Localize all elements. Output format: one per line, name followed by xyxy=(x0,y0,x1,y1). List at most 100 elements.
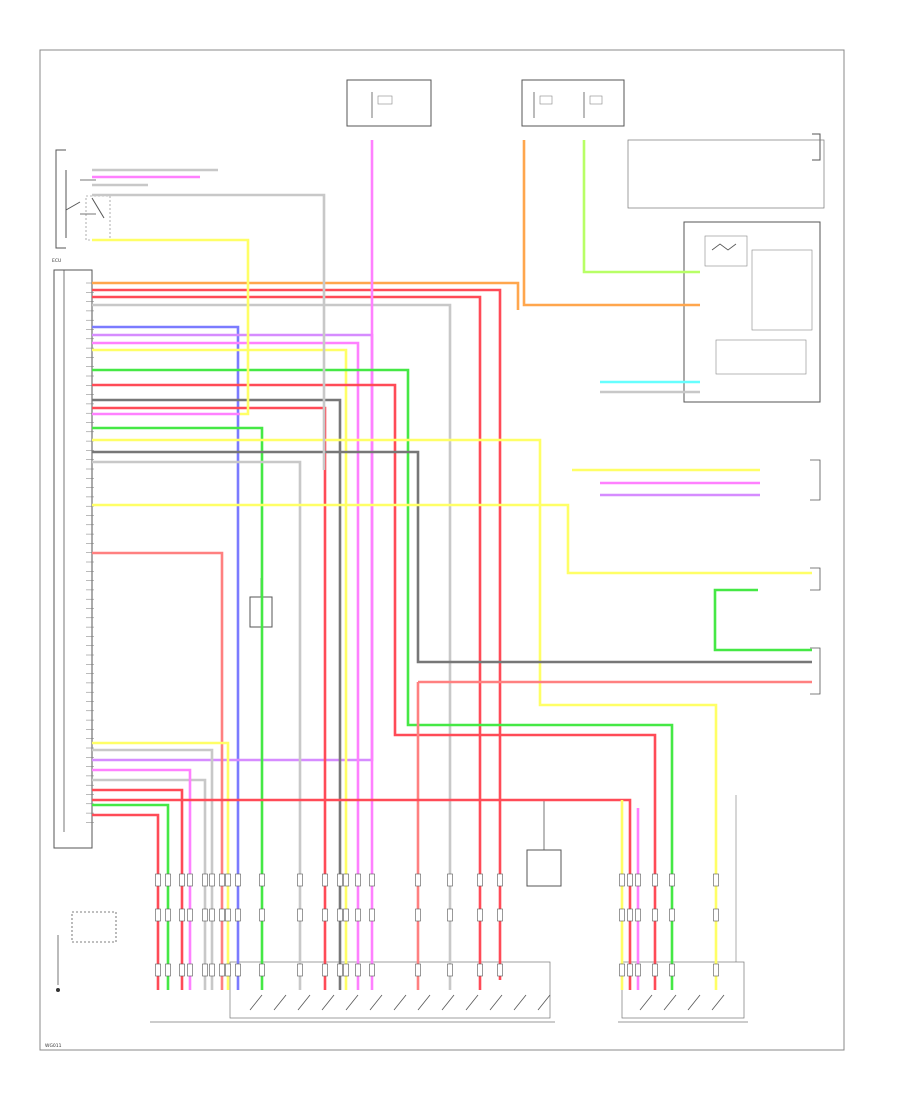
connector-pin xyxy=(369,873,375,887)
connector-pin xyxy=(619,963,625,977)
wire-green xyxy=(92,368,674,990)
connector-pin xyxy=(297,873,303,887)
connector-pin xyxy=(225,873,231,887)
combination-switch xyxy=(55,149,111,249)
diagram-border xyxy=(39,49,845,1051)
connector-pin xyxy=(155,873,161,887)
connector-pin xyxy=(652,908,658,922)
wire-red xyxy=(92,383,657,990)
switch-contact xyxy=(711,994,725,1011)
connector-pin xyxy=(259,963,265,977)
ecu-label: ECU xyxy=(52,258,61,264)
connector-pin xyxy=(209,963,215,977)
connector-pin xyxy=(179,963,185,977)
right-side-brackets xyxy=(810,459,821,695)
wire-salmon xyxy=(92,551,224,990)
connector-pin xyxy=(343,963,349,977)
connector-pin xyxy=(322,908,328,922)
connector-pin xyxy=(322,873,328,887)
switch-contact xyxy=(345,994,359,1011)
wire-lightgray xyxy=(92,748,214,990)
switch-contact xyxy=(249,994,263,1011)
switch-contact xyxy=(513,994,527,1011)
connector-pin xyxy=(497,963,503,977)
right-connector-top xyxy=(627,133,825,209)
connector-pin xyxy=(187,873,193,887)
wire-yellow xyxy=(92,438,718,990)
wire-yellow xyxy=(92,238,250,416)
wire-green xyxy=(713,588,812,652)
switch-contact xyxy=(417,994,431,1011)
wire-red xyxy=(92,295,482,990)
connector-pin xyxy=(297,963,303,977)
connector-pins xyxy=(155,873,725,1011)
switch-contact xyxy=(321,994,335,1011)
wire-red xyxy=(92,813,160,990)
switch-contact xyxy=(663,994,677,1011)
connector-pin xyxy=(235,963,241,977)
connector-pin xyxy=(219,873,225,887)
switch-contact xyxy=(465,994,479,1011)
connector-pin xyxy=(447,873,453,887)
connector-pin xyxy=(635,963,641,977)
connector-pin xyxy=(477,908,483,922)
connector-pin xyxy=(202,908,208,922)
wire-red xyxy=(92,788,184,990)
switch-contact xyxy=(273,994,287,1011)
connector-pin xyxy=(415,963,421,977)
connector-pin xyxy=(202,873,208,887)
wire-lightgray xyxy=(92,193,326,470)
wire-red xyxy=(92,798,632,990)
connector-pin xyxy=(297,908,303,922)
fuse-block-2 xyxy=(521,79,625,127)
connector-pin xyxy=(447,963,453,977)
wire-lime xyxy=(582,140,700,274)
relay-box xyxy=(683,221,821,403)
connector-pin xyxy=(337,908,343,922)
wires xyxy=(92,140,812,990)
switch-contact xyxy=(687,994,701,1011)
connector-pin xyxy=(219,908,225,922)
connector-pin xyxy=(652,873,658,887)
wire-orange xyxy=(522,140,700,307)
connector-pin xyxy=(627,908,633,922)
connector-pin xyxy=(322,963,328,977)
connector-pin xyxy=(155,963,161,977)
connector-pin xyxy=(497,908,503,922)
connector-pin xyxy=(619,873,625,887)
connector-pin xyxy=(619,908,625,922)
connector-pin xyxy=(669,873,675,887)
connector-pin xyxy=(369,908,375,922)
wire-gray xyxy=(92,450,812,664)
connector-pin xyxy=(179,908,185,922)
connector-pin xyxy=(713,908,719,922)
switch-contact xyxy=(369,994,383,1011)
connector-pin xyxy=(155,908,161,922)
connector-pin xyxy=(259,873,265,887)
connector-pin xyxy=(219,963,225,977)
connector-pin xyxy=(165,908,171,922)
wire-red xyxy=(92,288,502,980)
connector-pin xyxy=(337,873,343,887)
connector-pin xyxy=(477,873,483,887)
ecu-module: ECU xyxy=(52,258,93,849)
ground-block-left xyxy=(56,911,117,992)
connector-pin xyxy=(343,908,349,922)
connector-pin xyxy=(209,873,215,887)
wire-yellow xyxy=(92,348,348,990)
wire-pink xyxy=(92,341,360,990)
connector-pin xyxy=(369,963,375,977)
switch-contact xyxy=(639,994,653,1011)
connector-pin xyxy=(635,908,641,922)
connector-pin xyxy=(627,873,633,887)
connector-pin xyxy=(669,908,675,922)
connector-pin xyxy=(337,963,343,977)
connector-pin xyxy=(477,963,483,977)
connector-pin xyxy=(225,963,231,977)
connector-pin xyxy=(415,873,421,887)
connector-pin xyxy=(259,908,265,922)
wire-green xyxy=(92,803,170,990)
connector-pin xyxy=(165,963,171,977)
connector-pin xyxy=(209,908,215,922)
